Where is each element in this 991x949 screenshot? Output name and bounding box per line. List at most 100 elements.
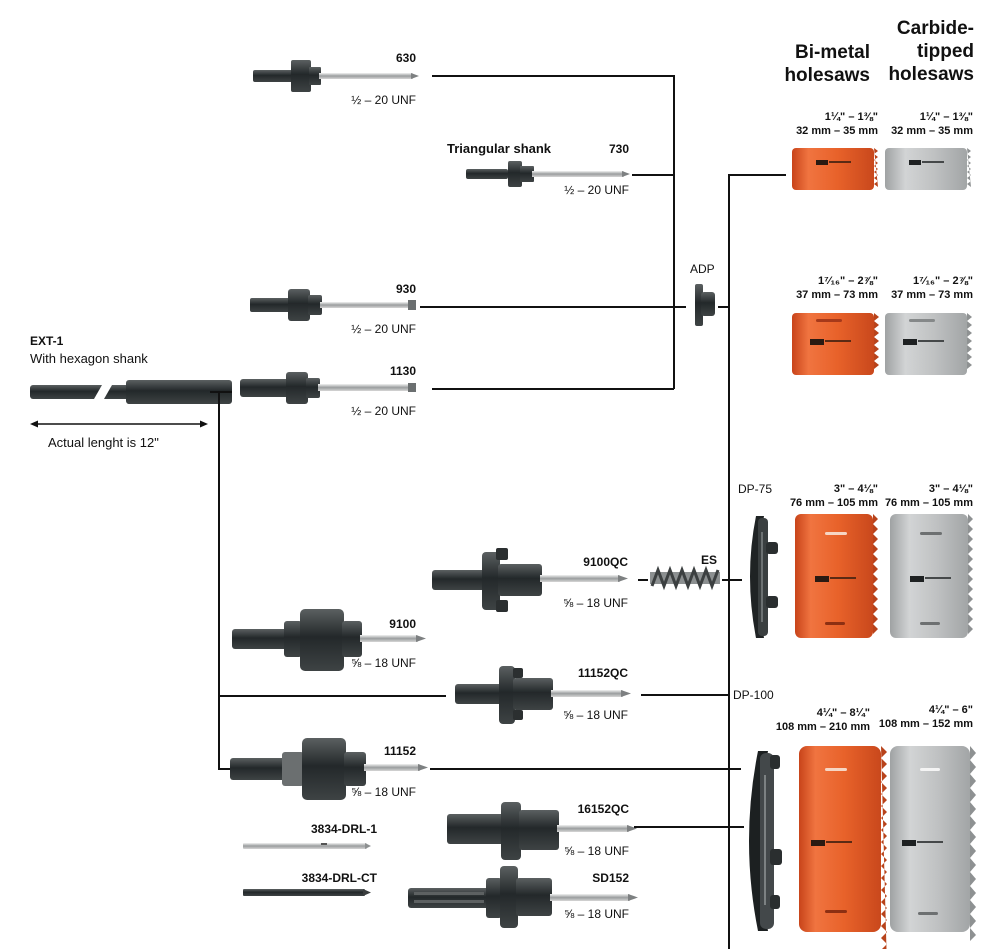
arbor-11152-thread: ⅝ – 18 UNF xyxy=(351,785,416,799)
dp75-label: DP-75 xyxy=(738,482,773,496)
es-spring xyxy=(650,565,720,591)
size-mm: 108 mm – 152 mm xyxy=(878,718,973,730)
carbide-holesaw-2 xyxy=(885,313,972,375)
size-mm: 32 mm – 35 mm xyxy=(796,125,878,137)
size-label-bimetal-3: 3" – 4⅛" 76 mm – 105 mm xyxy=(790,482,878,510)
arbor-730-thread: ½ – 20 UNF xyxy=(564,183,629,197)
arbor-SD152 xyxy=(408,866,638,928)
size-inch: 1¼" – 1⅜" xyxy=(824,111,878,123)
connector-16152QC xyxy=(634,826,744,828)
carbide-holesaw-1 xyxy=(885,148,971,190)
connector-holesaw-1 xyxy=(728,174,786,176)
connector-730 xyxy=(632,174,674,176)
bimetal-holesaw-4 xyxy=(799,746,887,949)
size-label-carbide-2: 1⁷⁄₁₆" – 2⅞" 37 mm – 73 mm xyxy=(891,274,973,302)
arbor-SD152-code: SD152 xyxy=(592,871,629,885)
bimetal-header-line2: holesaws xyxy=(784,65,870,86)
dp100-drive-plate xyxy=(749,751,782,931)
connector-9100QC-es xyxy=(638,579,648,581)
size-inch: 1¼" – 1⅜" xyxy=(919,111,973,123)
ext1-extension xyxy=(30,378,232,406)
size-mm: 76 mm – 105 mm xyxy=(789,497,878,509)
bimetal-holesaw-2 xyxy=(792,313,879,375)
connector-11152QC xyxy=(641,694,729,696)
arbor-730 xyxy=(466,161,630,187)
arbor-930-thread: ½ – 20 UNF xyxy=(351,322,416,336)
carbide-holesaw-3 xyxy=(890,514,973,638)
connector-11152 xyxy=(430,768,741,770)
arbor-16152QC-code: 16152QC xyxy=(577,802,629,816)
size-inch: 3" – 4⅛" xyxy=(928,483,973,495)
size-mm: 76 mm – 105 mm xyxy=(884,497,973,509)
length-note: Actual lenght is 12" xyxy=(48,435,159,450)
arbor-9100QC-code: 9100QC xyxy=(583,555,628,569)
es-label: ES xyxy=(701,553,718,567)
connector-ext1-out xyxy=(210,391,232,393)
carbide-header-line3: holesaws xyxy=(888,64,974,85)
size-mm: 108 mm – 210 mm xyxy=(775,721,870,733)
arbor-11152-code: 11152 xyxy=(383,744,416,758)
carbide-header-line2: tipped xyxy=(917,41,974,62)
connector-adp-trunk xyxy=(673,75,675,389)
arbor-11152QC-code: 11152QC xyxy=(577,666,628,680)
size-label-carbide-3: 3" – 4⅛" 76 mm – 105 mm xyxy=(885,482,973,510)
connector-1130 xyxy=(432,388,674,390)
size-mm: 32 mm – 35 mm xyxy=(891,125,973,137)
bimetal-header: Bi-metal holesaws xyxy=(784,41,870,87)
arbor-930 xyxy=(250,289,416,321)
arbor-930-code: 930 xyxy=(395,282,416,296)
arbor-1130-thread: ½ – 20 UNF xyxy=(351,404,416,418)
arbor-16152QC-thread: ⅝ – 18 UNF xyxy=(564,844,629,858)
connector-930 xyxy=(420,306,686,308)
arbor-9100-code: 9100 xyxy=(389,617,416,631)
drill-3834-DRL-CT xyxy=(243,889,371,896)
carbide-header-line1: Carbide- xyxy=(896,18,974,39)
connector-ext1-11152QC xyxy=(218,695,446,697)
bimetal-holesaw-1 xyxy=(792,148,878,190)
arbor-11152QC-thread: ⅝ – 18 UNF xyxy=(563,708,628,722)
adp-adapter xyxy=(695,284,715,326)
connector-ext1-trunk xyxy=(218,391,220,769)
connector-ext1-11152 xyxy=(218,768,230,770)
length-arrow xyxy=(30,420,208,428)
arbor-630-code: 630 xyxy=(395,51,416,65)
arbor-11152 xyxy=(230,738,428,800)
size-inch: 1⁷⁄₁₆" – 2⅞" xyxy=(818,275,878,287)
size-label-bimetal-4: 4¼" – 8¼" 108 mm – 210 mm xyxy=(776,706,870,734)
arbor-1130-code: 1130 xyxy=(389,364,416,378)
arbor-16152QC xyxy=(447,802,637,860)
connector-es-dp75 xyxy=(722,579,742,581)
size-label-bimetal-1: 1¼" – 1⅜" 32 mm – 35 mm xyxy=(796,110,878,138)
connector-adp-out xyxy=(718,306,728,308)
size-inch: 4¼" – 6" xyxy=(928,704,973,716)
bimetal-header-line1: Bi-metal xyxy=(795,42,870,63)
connector-630 xyxy=(432,75,674,77)
carbide-holesaw-4 xyxy=(890,746,976,941)
size-label-bimetal-2: 1⁷⁄₁₆" – 2⅞" 37 mm – 73 mm xyxy=(796,274,878,302)
arbor-730-code: 730 xyxy=(608,142,629,156)
connector-holesaw-trunk xyxy=(728,174,730,949)
ext1-code: EXT-1 xyxy=(30,334,64,348)
size-label-carbide-1: 1¼" – 1⅜" 32 mm – 35 mm xyxy=(891,110,973,138)
arbor-9100QC xyxy=(432,548,628,612)
arbor-630-thread: ½ – 20 UNF xyxy=(351,93,416,107)
arbor-SD152-thread: ⅝ – 18 UNF xyxy=(564,907,629,921)
arbor-9100-thread: ⅝ – 18 UNF xyxy=(351,656,416,670)
size-mm: 37 mm – 73 mm xyxy=(796,289,878,301)
dp100-label: DP-100 xyxy=(733,688,774,702)
carbide-header: Carbide- tipped holesaws xyxy=(888,17,974,86)
arbor-630 xyxy=(253,60,419,92)
size-mm: 37 mm – 73 mm xyxy=(891,289,973,301)
size-inch: 1⁷⁄₁₆" – 2⅞" xyxy=(913,275,973,287)
arbor-9100 xyxy=(232,609,426,671)
ext1-description: With hexagon shank xyxy=(30,351,148,366)
drill-3834-DRL-CT-code: 3834-DRL-CT xyxy=(301,871,377,885)
arbor-1130 xyxy=(240,372,416,404)
bimetal-holesaw-3 xyxy=(795,514,878,638)
drill-3834-DRL-1 xyxy=(243,843,371,849)
size-inch: 3" – 4⅛" xyxy=(833,483,878,495)
adp-label: ADP xyxy=(690,262,715,276)
arbor-11152QC xyxy=(455,666,631,724)
arbor-9100QC-thread: ⅝ – 18 UNF xyxy=(563,596,628,610)
drill-3834-DRL-1-code: 3834-DRL-1 xyxy=(310,822,377,836)
